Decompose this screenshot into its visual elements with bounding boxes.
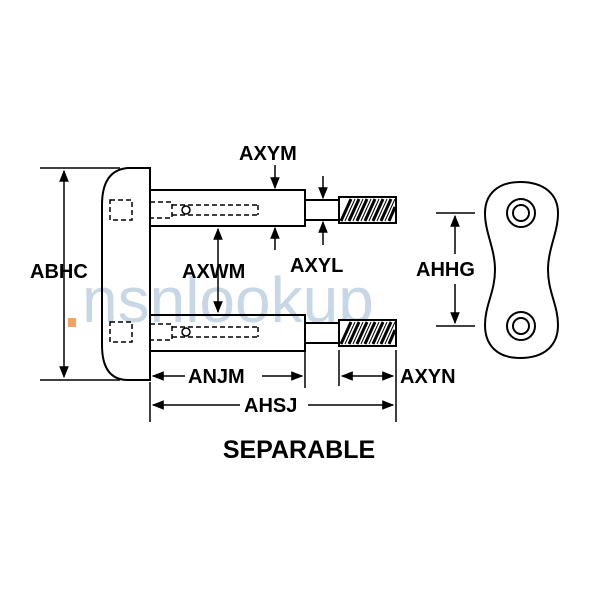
top-spring (338, 196, 397, 224)
connector-end-view (483, 180, 560, 360)
top-pin-shank (149, 189, 306, 227)
top-pin-tip (304, 199, 340, 221)
watermark-dot (68, 318, 76, 327)
caption: SEPARABLE (223, 436, 375, 464)
label-ahhg: AHHG (416, 259, 475, 281)
bottom-spring (338, 319, 397, 347)
label-abhc: ABHC (30, 261, 88, 283)
label-ahsj: AHSJ (244, 395, 297, 417)
label-axwm: AXWM (182, 261, 245, 283)
dimension-labels: ABHC AXYM AXWM AXYL AHHG ANJM AXYN AHSJ … (30, 143, 475, 464)
label-axyl: AXYL (290, 255, 343, 277)
end-plate (483, 180, 560, 360)
connector-side-view (101, 167, 340, 381)
bottom-hole-inner (512, 317, 530, 335)
label-axym: AXYM (239, 143, 297, 165)
handle-body (101, 167, 151, 381)
label-axyn: AXYN (400, 366, 456, 388)
hidden-lines (109, 199, 259, 343)
label-anjm: ANJM (188, 366, 245, 388)
dimension-lines (40, 165, 475, 422)
top-hole-inner (512, 204, 530, 222)
